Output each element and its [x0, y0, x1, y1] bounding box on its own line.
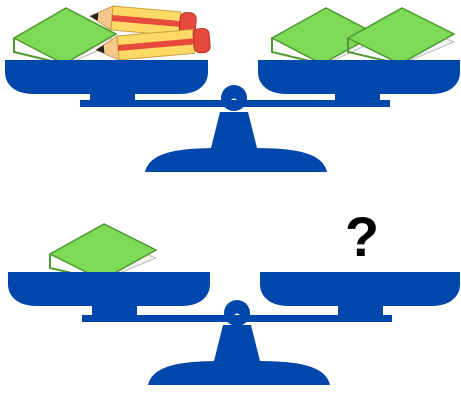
scale-base	[148, 361, 330, 385]
scale-post	[213, 325, 261, 365]
scale-pivot-top	[221, 85, 247, 111]
book	[48, 223, 158, 281]
scale-pivot-top	[224, 300, 250, 326]
scale-beam	[80, 100, 390, 107]
top-right-pan	[258, 60, 460, 94]
scale-beam	[82, 315, 392, 322]
bottom-left-pan-contents	[48, 223, 158, 281]
bottom-right-pan	[260, 272, 460, 306]
book	[346, 7, 456, 65]
scale-post	[210, 112, 258, 152]
top-left-pan-contents	[12, 5, 211, 65]
top-left-pan	[5, 60, 208, 94]
scale-base	[145, 148, 327, 172]
balance-scale-bottom	[82, 300, 392, 385]
pencil	[95, 28, 211, 61]
unknown-weight-question-mark: ?	[345, 205, 379, 268]
top-right-pan-contents	[270, 7, 456, 65]
bottom-left-pan	[8, 272, 210, 306]
balance-scale-top	[80, 85, 390, 172]
